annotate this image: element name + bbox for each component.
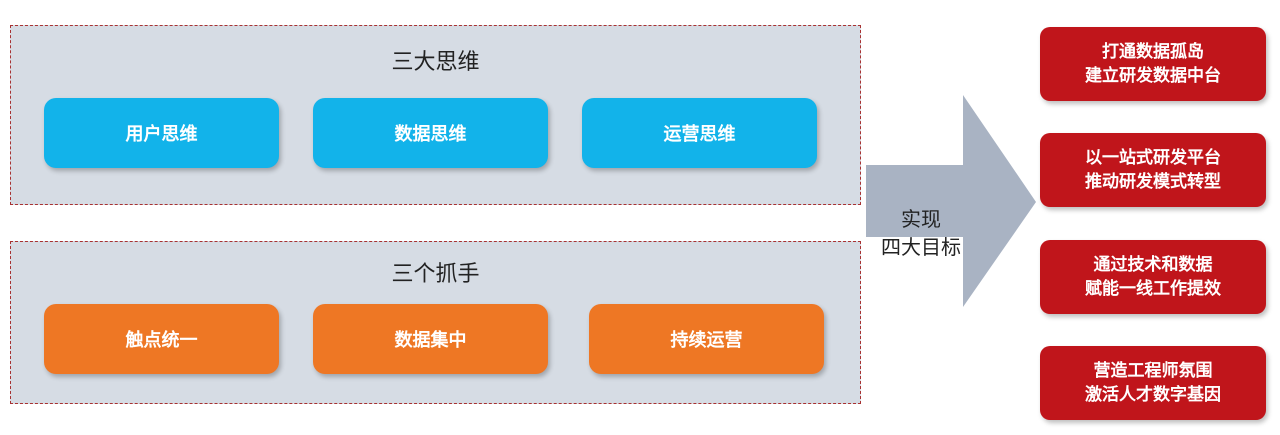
goal-2-line1: 以一站式研发平台 — [1085, 148, 1221, 168]
continuous-operation-box: 持续运营 — [589, 304, 824, 374]
goal-4-line2: 激活人才数字基因 — [1085, 385, 1221, 405]
data-thinking-box: 数据思维 — [313, 98, 548, 168]
goal-1-line2: 建立研发数据中台 — [1085, 66, 1221, 86]
goal-box-2: 以一站式研发平台 推动研发模式转型 — [1040, 133, 1266, 207]
goal-1-line1: 打通数据孤岛 — [1102, 42, 1204, 62]
user-thinking-box: 用户思维 — [44, 98, 279, 168]
data-centralize-box: 数据集中 — [313, 304, 548, 374]
goal-4-line1: 营造工程师氛围 — [1093, 361, 1213, 381]
three-thinking-title: 三大思维 — [391, 50, 480, 75]
goal-2-line2: 推动研发模式转型 — [1085, 172, 1221, 192]
three-thinking-group: 三大思维 用户思维 数据思维 运营思维 — [10, 25, 861, 205]
arrow-label: 实现 四大目标 — [866, 205, 976, 261]
three-handles-title: 三个抓手 — [391, 262, 480, 287]
goal-3-line2: 赋能一线工作提效 — [1085, 279, 1221, 299]
touchpoint-unify-box: 触点统一 — [44, 304, 279, 374]
arrow-label-line2: 四大目标 — [881, 235, 961, 259]
three-handles-group: 三个抓手 触点统一 数据集中 持续运营 — [10, 241, 861, 404]
operation-thinking-box: 运营思维 — [582, 98, 817, 168]
goal-box-3: 通过技术和数据 赋能一线工作提效 — [1040, 240, 1266, 314]
goal-3-line1: 通过技术和数据 — [1093, 255, 1213, 275]
arrow-label-line1: 实现 — [901, 207, 941, 231]
goal-box-1: 打通数据孤岛 建立研发数据中台 — [1040, 27, 1266, 101]
right-arrow-shape — [866, 95, 1036, 307]
goal-box-4: 营造工程师氛围 激活人才数字基因 — [1040, 346, 1266, 420]
